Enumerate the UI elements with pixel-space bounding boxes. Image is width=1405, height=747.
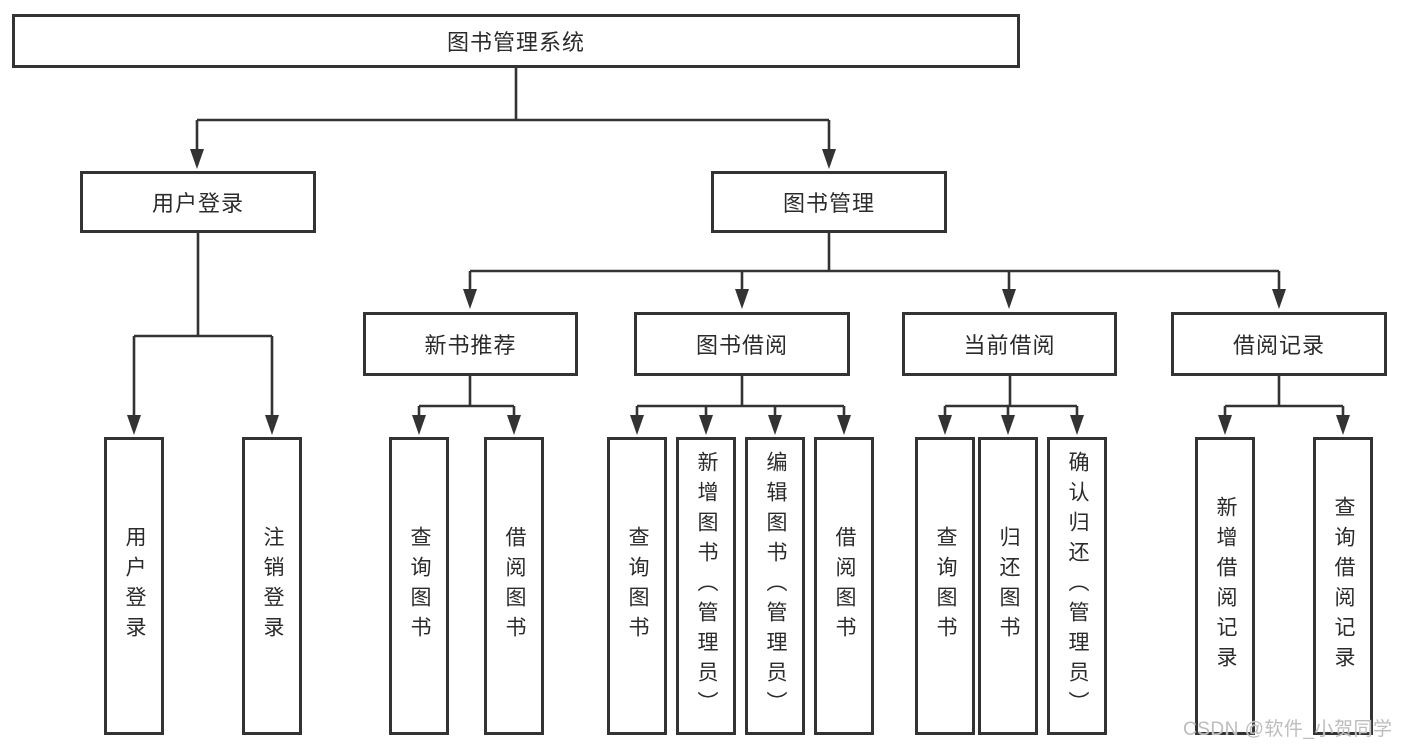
csdn-watermark: CSDN @软件_小贺同学 bbox=[1183, 719, 1393, 740]
leaf-edit-books-admin: 编辑图书（管理员） bbox=[745, 437, 805, 735]
node-borrow-records: 借阅记录 bbox=[1171, 312, 1387, 376]
leaf-query-books-1: 查询图书 bbox=[389, 437, 449, 735]
leaf-query-books-1-label: 查询图书 bbox=[408, 526, 432, 646]
leaf-logout: 注销登录 bbox=[242, 437, 302, 735]
leaf-user-login-label: 用户登录 bbox=[123, 526, 147, 646]
leaf-borrow-books-2: 借阅图书 bbox=[814, 437, 874, 735]
leaf-add-borrow-record: 新增借阅记录 bbox=[1195, 437, 1255, 735]
leaf-borrow-books-1-label: 借阅图书 bbox=[503, 526, 527, 646]
leaf-borrow-books-1: 借阅图书 bbox=[484, 437, 544, 735]
leaf-add-borrow-record-label: 新增借阅记录 bbox=[1214, 496, 1238, 676]
node-borrow-records-label: 借阅记录 bbox=[1232, 333, 1325, 358]
node-user-login: 用户登录 bbox=[80, 171, 316, 233]
node-book-borrow-label: 图书借阅 bbox=[695, 333, 788, 358]
leaf-query-borrow-record: 查询借阅记录 bbox=[1313, 437, 1373, 735]
leaf-edit-books-admin-label: 编辑图书（管理员） bbox=[764, 451, 788, 721]
leaf-borrow-books-2-label: 借阅图书 bbox=[833, 526, 857, 646]
leaf-user-login: 用户登录 bbox=[104, 437, 164, 735]
leaf-add-books-admin: 新增图书（管理员） bbox=[676, 437, 736, 735]
leaf-return-books: 归还图书 bbox=[978, 437, 1038, 735]
leaf-logout-label: 注销登录 bbox=[261, 526, 285, 646]
leaf-confirm-return-admin: 确认归还（管理员） bbox=[1047, 437, 1107, 735]
leaf-query-books-2: 查询图书 bbox=[607, 437, 667, 735]
leaf-query-books-3-label: 查询图书 bbox=[934, 526, 958, 646]
node-new-book-recommend: 新书推荐 bbox=[363, 312, 578, 376]
leaf-query-books-2-label: 查询图书 bbox=[626, 526, 650, 646]
arrowheads bbox=[127, 149, 1350, 435]
node-user-login-label: 用户登录 bbox=[151, 191, 244, 216]
node-book-borrow: 图书借阅 bbox=[634, 312, 850, 376]
node-current-borrow: 当前借阅 bbox=[902, 312, 1117, 376]
node-book-management: 图书管理 bbox=[711, 171, 947, 233]
leaf-add-books-admin-label: 新增图书（管理员） bbox=[695, 451, 719, 721]
node-book-management-label: 图书管理 bbox=[782, 191, 875, 216]
leaf-query-borrow-record-label: 查询借阅记录 bbox=[1332, 496, 1356, 676]
node-new-book-recommend-label: 新书推荐 bbox=[424, 333, 517, 358]
leaf-query-books-3: 查询图书 bbox=[915, 437, 975, 735]
node-current-borrow-label: 当前借阅 bbox=[963, 333, 1056, 358]
node-root: 图书管理系统 bbox=[12, 14, 1020, 68]
leaf-confirm-return-admin-label: 确认归还（管理员） bbox=[1066, 451, 1090, 721]
node-root-label: 图书管理系统 bbox=[446, 30, 585, 55]
leaf-return-books-label: 归还图书 bbox=[997, 526, 1021, 646]
